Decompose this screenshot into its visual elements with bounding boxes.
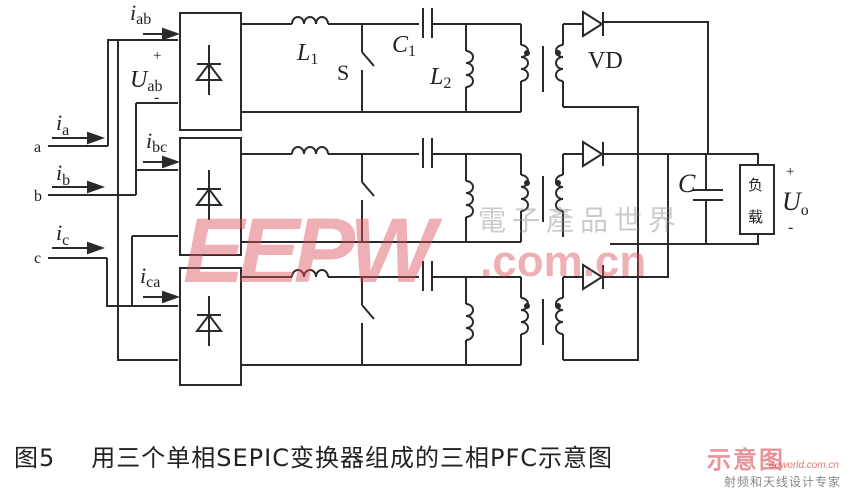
svg-text:ia: ia bbox=[56, 110, 69, 139]
svg-text:Uo: Uo bbox=[782, 187, 809, 219]
figure-number: 图5 bbox=[14, 444, 56, 472]
corner-watermark-title: 示意图 bbox=[707, 446, 785, 474]
svg-text:S: S bbox=[337, 60, 349, 85]
phase-a-terminal: a bbox=[34, 139, 41, 156]
svg-text:-: - bbox=[154, 89, 159, 106]
eeworld-corner-watermark: 示意图 eeworld.com.cn 射频和天线设计专家 bbox=[705, 440, 845, 489]
input-current-arrows bbox=[52, 27, 180, 304]
svg-text:ic: ic bbox=[56, 220, 69, 249]
sepic-pfc-circuit-diagram: a b c ia ib ic iab ibc ica + Uab - L1 S … bbox=[34, 0, 809, 386]
svg-text:Uab: Uab bbox=[130, 67, 162, 95]
svg-text:载: 载 bbox=[748, 209, 763, 226]
sepic-stage-ab bbox=[240, 7, 709, 245]
sepic-stage-ca bbox=[240, 155, 669, 366]
corner-watermark-tagline: 射频和天线设计专家 bbox=[723, 475, 841, 489]
phase-b-terminal: b bbox=[34, 188, 42, 205]
svg-text:+: + bbox=[153, 48, 161, 64]
svg-text:L2: L2 bbox=[429, 64, 451, 92]
figure-caption-text: 用三个单相SEPIC变换器组成的三相PFC示意图 bbox=[91, 444, 614, 472]
svg-text:-: - bbox=[788, 219, 793, 236]
svg-text:L1: L1 bbox=[296, 40, 318, 68]
svg-text:C: C bbox=[678, 169, 696, 198]
rectifier-bridge-bc bbox=[179, 137, 242, 256]
load-resistor bbox=[739, 164, 775, 235]
phase-c-terminal: c bbox=[34, 250, 41, 267]
rectifier-bridge-ab bbox=[179, 12, 242, 131]
svg-text:ibc: ibc bbox=[146, 128, 167, 156]
rectifier-bridge-ca bbox=[179, 267, 242, 386]
corner-watermark-url: eeworld.com.cn bbox=[768, 460, 839, 471]
output-section bbox=[610, 153, 775, 245]
figure-caption: 图5 用三个单相SEPIC变换器组成的三相PFC示意图 bbox=[14, 438, 613, 473]
labels: a b c ia ib ic iab ibc ica + Uab - L1 S … bbox=[34, 0, 809, 291]
svg-text:ica: ica bbox=[140, 263, 160, 291]
svg-text:负: 负 bbox=[748, 177, 763, 194]
svg-text:+: + bbox=[786, 164, 794, 180]
svg-text:iab: iab bbox=[130, 0, 151, 28]
input-wiring bbox=[48, 39, 178, 361]
svg-text:VD: VD bbox=[588, 48, 623, 74]
svg-text:C1: C1 bbox=[392, 32, 416, 60]
svg-text:ib: ib bbox=[56, 160, 70, 189]
